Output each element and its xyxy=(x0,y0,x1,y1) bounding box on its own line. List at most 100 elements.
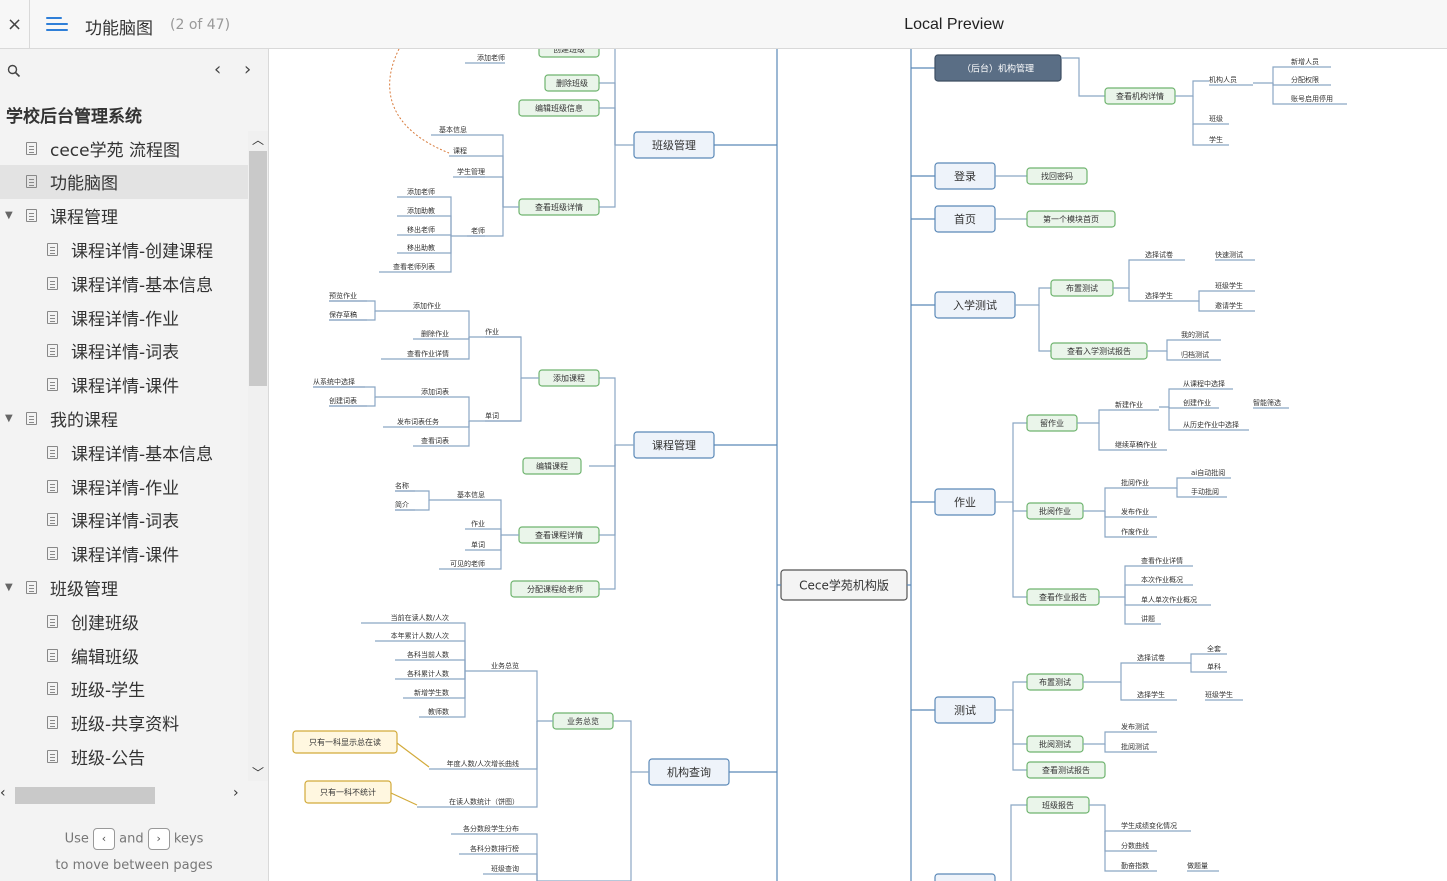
tree-item[interactable]: 课程详情-作业 xyxy=(0,300,248,334)
search-icon[interactable] xyxy=(7,64,21,78)
connector-line xyxy=(1190,663,1207,673)
topic-node[interactable] xyxy=(1026,167,1088,185)
connector-line xyxy=(449,640,466,671)
document-icon xyxy=(47,547,58,561)
connector-line xyxy=(1083,731,1121,745)
tree-item[interactable]: cece学苑 流程图 xyxy=(0,131,248,165)
connector-line xyxy=(485,535,502,551)
tree-item[interactable]: 我的班级 xyxy=(0,773,248,781)
tree-item-label: 课程详情-基本信息 xyxy=(71,275,214,296)
node-label: 各分数段学生分布 xyxy=(463,824,519,833)
note-node[interactable] xyxy=(292,730,398,754)
tree-item[interactable]: 班级-学生 xyxy=(0,672,248,706)
topic-node[interactable] xyxy=(510,580,600,598)
chevron-down-icon[interactable]: ﹀ xyxy=(252,766,265,780)
document-icon xyxy=(47,276,58,290)
outline-menu-icon[interactable] xyxy=(46,15,68,33)
node-label: 学生管理 xyxy=(457,167,485,176)
connector-line xyxy=(435,236,452,254)
connector-line xyxy=(449,671,466,699)
tree-item[interactable]: ▼课程管理 xyxy=(0,199,248,233)
tree-item[interactable]: ▼我的课程 xyxy=(0,401,248,435)
tree-item[interactable]: 班级-公告 xyxy=(0,739,248,773)
tree-item-label: cece学苑 流程图 xyxy=(50,140,181,161)
connector-line xyxy=(441,310,485,338)
node-label: 在读人数统计（饼图） xyxy=(449,797,519,806)
topic-node[interactable] xyxy=(544,74,600,92)
chevron-left-icon[interactable]: ‹ xyxy=(0,785,6,801)
node-label: 登录 xyxy=(954,169,976,183)
tree-item[interactable]: 课程详情-课件 xyxy=(0,537,248,571)
mindmap-canvas[interactable]: Cece学苑机构版（后台）机构管理登录首页入学测试作业测试…查看机构详情机构人员… xyxy=(269,49,1447,881)
node-label: 选择试卷 xyxy=(1145,250,1173,259)
tree-item[interactable]: 编辑班级 xyxy=(0,638,248,672)
tree-item[interactable]: 课程详情-作业 xyxy=(0,469,248,503)
tree-item[interactable]: 课程详情-创建课程 xyxy=(0,232,248,266)
chevron-up-icon[interactable]: ︿ xyxy=(252,133,265,147)
tree-item[interactable]: ▼班级管理 xyxy=(0,570,248,604)
node-label: 老师 xyxy=(471,226,485,235)
node-label: 单科 xyxy=(1207,662,1221,671)
topic-node[interactable] xyxy=(538,49,600,58)
connector-line xyxy=(599,377,634,446)
main-topic-node[interactable] xyxy=(934,873,996,881)
tree-item[interactable]: 创建班级 xyxy=(0,604,248,638)
node-label: 新增人员 xyxy=(1291,57,1319,66)
node-label: 智能筛选 xyxy=(1253,398,1281,407)
connector-line xyxy=(1010,804,1027,881)
expand-caret-icon[interactable]: ▼ xyxy=(5,210,13,222)
vertical-scrollbar[interactable]: ︿ ﹀ xyxy=(248,131,268,781)
expand-caret-icon[interactable]: ▼ xyxy=(5,581,13,593)
tree-item[interactable]: 课程详情-词表 xyxy=(0,334,248,368)
connector-line xyxy=(1012,502,1027,598)
expand-caret-icon[interactable]: ▼ xyxy=(5,412,13,424)
tree-item[interactable]: 课程详情-基本信息 xyxy=(0,266,248,300)
note-node[interactable] xyxy=(304,780,392,804)
tree-item[interactable]: 课程详情-词表 xyxy=(0,503,248,537)
connector-line xyxy=(1104,744,1121,753)
main-topic-node[interactable] xyxy=(934,54,1062,82)
node-label: 业务总览 xyxy=(491,661,519,670)
node-label: 各科当前人数 xyxy=(407,650,449,659)
node-label: 各科分数排行榜 xyxy=(470,844,519,853)
tree-item-label: 课程详情-作业 xyxy=(71,309,180,330)
connector-line xyxy=(1104,831,1121,872)
topic-node[interactable] xyxy=(1026,210,1116,228)
chevron-right-icon[interactable]: › xyxy=(233,785,239,801)
connector-line xyxy=(1168,407,1183,409)
connector-line xyxy=(449,671,466,718)
node-label: 查看测试报告 xyxy=(1042,765,1090,775)
connector-line xyxy=(1113,259,1145,289)
connector-line xyxy=(435,236,452,273)
node-label: 批阅测试 xyxy=(1121,742,1149,751)
node-label: 勤奋指数 xyxy=(1121,861,1149,870)
topic-node[interactable] xyxy=(518,99,600,117)
next-page-button[interactable]: › xyxy=(244,59,252,80)
tree-item[interactable]: 班级-共享资料 xyxy=(0,706,248,740)
topic-node[interactable] xyxy=(522,457,582,475)
node-label: 班级管理 xyxy=(652,138,696,152)
topic-node[interactable] xyxy=(1026,761,1106,779)
node-label: 学生成绩变化情况 xyxy=(1121,821,1177,830)
connector-line xyxy=(467,176,504,207)
node-label: 添加作业 xyxy=(413,301,441,310)
scrollbar-thumb-horizontal[interactable] xyxy=(15,787,155,804)
scrollbar-thumb[interactable] xyxy=(249,151,267,386)
horizontal-scrollbar[interactable]: ‹ › xyxy=(0,784,248,806)
tree-item[interactable]: 课程详情-课件 xyxy=(0,368,248,402)
node-label: ai自动批阅 xyxy=(1191,468,1225,477)
node-label: 班级学生 xyxy=(1215,281,1243,290)
tree-item[interactable]: 功能脑图 xyxy=(0,164,248,199)
node-label: 创建词表 xyxy=(329,396,357,405)
connector-line xyxy=(449,337,470,340)
connector-line xyxy=(589,445,616,467)
close-button[interactable]: × xyxy=(0,0,30,49)
previous-page-button[interactable]: ‹ xyxy=(214,59,222,80)
document-icon xyxy=(47,648,58,662)
tree-item[interactable]: 课程详情-基本信息 xyxy=(0,435,248,469)
connector-line xyxy=(1098,423,1115,451)
node-label: 可见的老师 xyxy=(450,559,485,568)
relationship-arrow xyxy=(389,49,450,154)
node-label: 批阅作业 xyxy=(1039,506,1071,516)
node-label: 作废作业 xyxy=(1121,527,1149,536)
